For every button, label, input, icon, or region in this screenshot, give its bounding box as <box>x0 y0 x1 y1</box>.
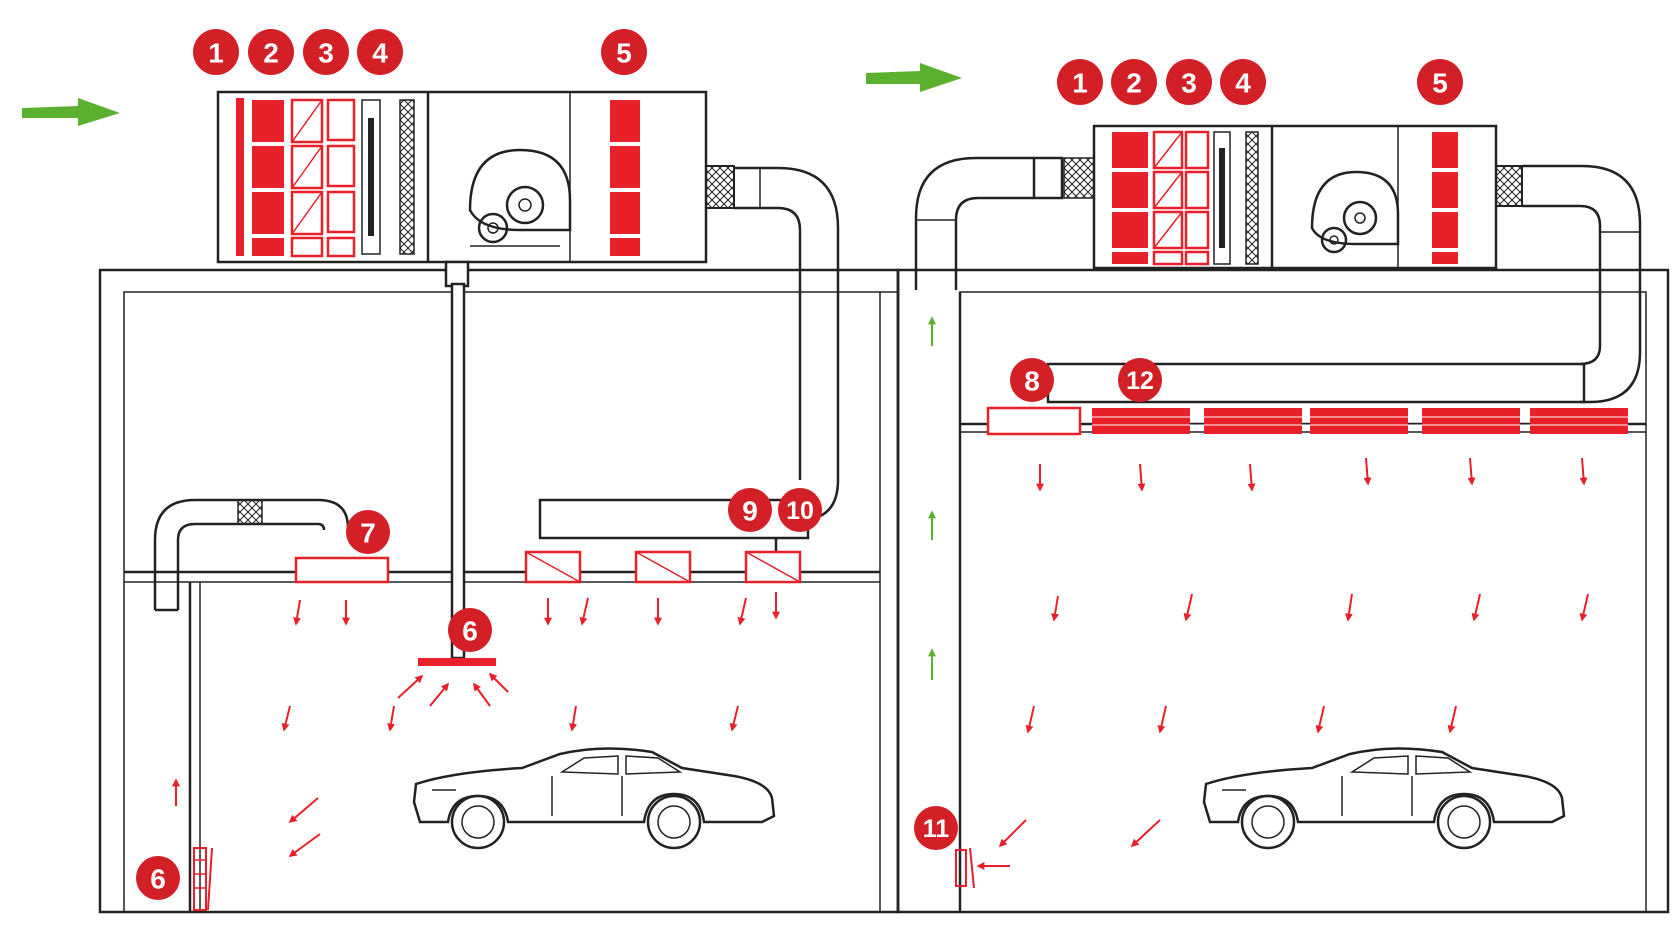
badge-6-hood: 6 <box>448 608 492 652</box>
svg-text:2: 2 <box>263 38 279 69</box>
blower-fan-icon <box>1310 170 1400 254</box>
badge-left-5: 5 <box>601 29 647 75</box>
exhaust-hood <box>418 658 496 666</box>
badge-left-2: 2 <box>248 29 294 75</box>
badge-12: 12 <box>1118 358 1162 402</box>
badge-right-2: 2 <box>1111 59 1157 105</box>
right-air-handling-unit <box>1092 124 1498 270</box>
badge-left-4: 4 <box>357 29 403 75</box>
svg-text:12: 12 <box>1126 367 1154 395</box>
badge-10: 10 <box>778 488 822 532</box>
left-air-handling-unit <box>216 90 708 264</box>
floor-exhaust-grate <box>193 847 213 911</box>
svg-text:1: 1 <box>208 38 224 69</box>
badge-left-1: 1 <box>193 29 239 75</box>
svg-text:2: 2 <box>1126 68 1142 99</box>
airflow-in-left-icon <box>22 98 120 126</box>
airflow-arrows-red <box>172 457 1589 870</box>
svg-text:11: 11 <box>923 815 950 843</box>
svg-text:8: 8 <box>1024 366 1040 397</box>
car-icon <box>412 747 776 850</box>
badge-8: 8 <box>1010 358 1054 402</box>
left-side-exhaust-duct <box>153 498 350 612</box>
right-intake-duct <box>914 156 1095 290</box>
svg-text:5: 5 <box>616 38 632 69</box>
svg-text:3: 3 <box>318 38 334 69</box>
svg-text:5: 5 <box>1432 68 1448 99</box>
svg-text:6: 6 <box>150 864 166 895</box>
car-icon <box>1202 747 1566 850</box>
badge-6-floor: 6 <box>136 856 180 900</box>
left-exhaust-pipe <box>444 260 470 660</box>
svg-text:1: 1 <box>1072 68 1088 99</box>
badge-9: 9 <box>728 488 772 532</box>
svg-text:6: 6 <box>462 616 478 647</box>
svg-text:3: 3 <box>1181 68 1197 99</box>
badge-11: 11 <box>914 806 958 850</box>
svg-text:4: 4 <box>372 38 388 69</box>
badge-right-3: 3 <box>1166 59 1212 105</box>
side-exhaust-grate <box>955 847 975 889</box>
badge-7: 7 <box>346 510 390 554</box>
right-ceiling-filters <box>986 406 1628 436</box>
svg-text:7: 7 <box>360 518 376 549</box>
badge-right-5: 5 <box>1417 59 1463 105</box>
blower-fan-icon <box>468 148 572 247</box>
badge-left-3: 3 <box>303 29 349 75</box>
airflow-in-right-icon <box>866 63 962 92</box>
svg-text:10: 10 <box>786 497 814 525</box>
left-ceiling-diffusers <box>294 550 802 584</box>
badge-right-1: 1 <box>1057 59 1103 105</box>
badge-right-4: 4 <box>1220 59 1266 105</box>
svg-text:4: 4 <box>1235 68 1251 99</box>
svg-text:9: 9 <box>742 496 758 527</box>
